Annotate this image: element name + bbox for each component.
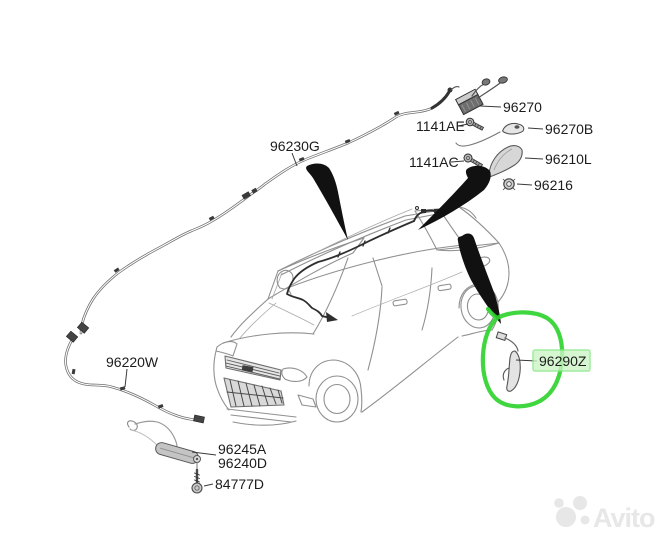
part-label-96230g: 96230G [270, 138, 320, 154]
kia-badge-icon [241, 365, 254, 373]
antenna-cover-96210L [488, 145, 523, 177]
roof-wiring-harness [285, 206, 439, 322]
harness-arrowhead-icon [326, 312, 338, 322]
antenna-feeder-96270B [455, 122, 525, 147]
part-label-1141ac: 1141AC [409, 154, 459, 170]
cable-clips [113, 110, 400, 273]
avito-logo-icon [554, 496, 590, 527]
highlighted-part-96290Z [495, 331, 521, 392]
cable-clips [71, 368, 164, 409]
flow-arrows [306, 163, 501, 324]
part-label-96290z: 96290Z [539, 353, 587, 369]
avito-watermark: Avito [554, 496, 656, 533]
part-label-96220w: 96220W [106, 354, 159, 370]
part-label-96216: 96216 [534, 177, 573, 193]
antenna-nut-96216 [502, 178, 516, 191]
floor-antenna-cable [64, 330, 205, 424]
flow-arrow-3 [457, 233, 501, 324]
screw [191, 468, 203, 494]
cable-start-connector [65, 330, 79, 343]
part-label-96270b: 96270B [545, 121, 593, 137]
highlight-annotation [480, 306, 565, 409]
part-label-96240d: 96240D [218, 455, 267, 471]
bolt-1141AE [465, 117, 485, 131]
roof-antenna-cable [76, 86, 460, 335]
cable-end-connector [76, 321, 90, 334]
part-label-1141ae: 1141AE [416, 118, 465, 134]
cable-end-connector [193, 414, 205, 424]
highlight-circle [480, 306, 565, 409]
part-label-96210l: 96210L [545, 151, 592, 167]
part-label-96270: 96270 [503, 99, 542, 115]
highlight-label-box [532, 349, 591, 372]
part-label-96245a: 96245A [218, 441, 267, 457]
flow-arrow-1 [306, 163, 348, 240]
avito-watermark-text: Avito [593, 503, 655, 533]
glass-antenna-amp [127, 420, 203, 494]
bolt-1141AC [463, 153, 484, 168]
antenna-assembly-96270 [454, 76, 508, 116]
grille-hatch [226, 379, 284, 407]
flow-arrow-2 [418, 165, 491, 230]
part-label-84777d: 84777D [215, 476, 264, 492]
